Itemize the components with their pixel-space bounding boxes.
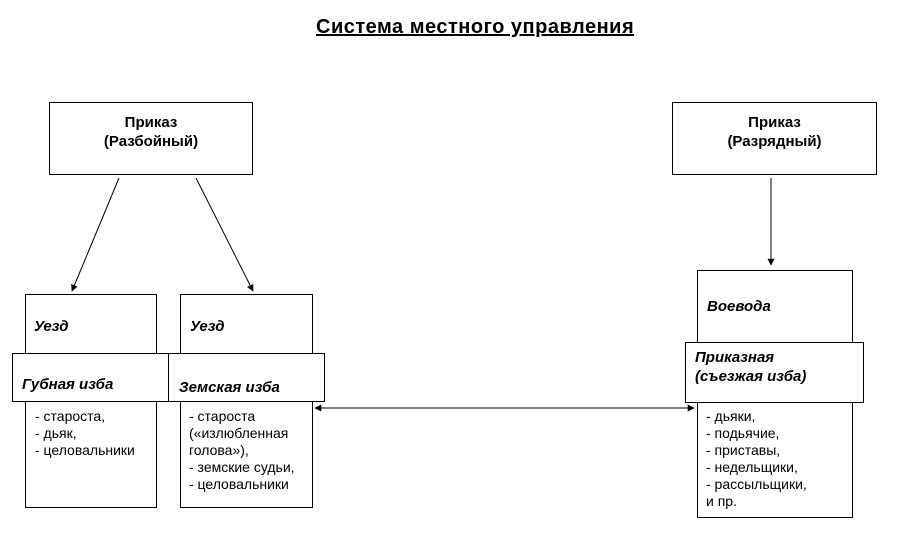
- list-item: - дьяк,: [35, 425, 77, 441]
- list-item: - староста: [189, 408, 256, 424]
- prikaz-razryadny-line1: Приказ: [748, 114, 801, 131]
- arrow-razboyny-to-zemskaya: [195, 177, 254, 292]
- list-item: - приставы,: [706, 442, 781, 458]
- list-item: - староста,: [35, 408, 106, 424]
- voevoda-label: Воевода: [707, 298, 771, 315]
- list-item: - рассыльщики,: [706, 476, 807, 492]
- prikaz-razboyny-box: Приказ (Разбойный): [49, 102, 253, 175]
- list-item: - подьячие,: [706, 425, 780, 441]
- zemskaya-izba-box: [168, 353, 325, 402]
- gubnaya-izba-box: [12, 353, 170, 402]
- prikaznaya-izba-line1: Приказная: [695, 349, 775, 366]
- uezd-mid-label: Уезд: [190, 318, 225, 335]
- prikaz-razryadny-line2: (Разрядный): [727, 133, 822, 150]
- list-item: - целовальники: [189, 476, 289, 492]
- uezd-left-label: Уезд: [34, 318, 69, 335]
- prikaznaya-izba-box: [685, 342, 864, 403]
- list-item: - недельщики,: [706, 459, 798, 475]
- list-item: («излюбленная: [189, 425, 289, 441]
- prikaznaya-staff-list: - дьяки, - подьячие, - приставы, - недел…: [706, 408, 807, 510]
- list-item: голова»),: [189, 442, 249, 458]
- arrow-razboyny-to-gubnaya: [71, 177, 120, 292]
- list-item: - земские судьи,: [189, 459, 295, 475]
- gubnaya-izba-label: Губная изба: [22, 376, 114, 393]
- page-title: Система местного управления: [316, 16, 635, 38]
- zemskaya-izba-label: Земская изба: [179, 379, 280, 396]
- prikaz-razboyny-line1: Приказ: [124, 114, 178, 131]
- prikaz-razboyny-line2: (Разбойный): [103, 133, 199, 150]
- gubnaya-staff-list: - староста, - дьяк, - целовальники: [35, 408, 135, 459]
- list-item: и пр.: [706, 493, 737, 509]
- prikaznaya-izba-line2: (съезжая изба): [695, 368, 807, 385]
- list-item: - дьяки,: [706, 408, 756, 424]
- list-item: - целовальники: [35, 442, 135, 458]
- prikaz-razryadny-box: Приказ (Разрядный): [672, 102, 877, 175]
- zemskaya-staff-list: - староста («излюбленная голова»), - зем…: [189, 408, 295, 493]
